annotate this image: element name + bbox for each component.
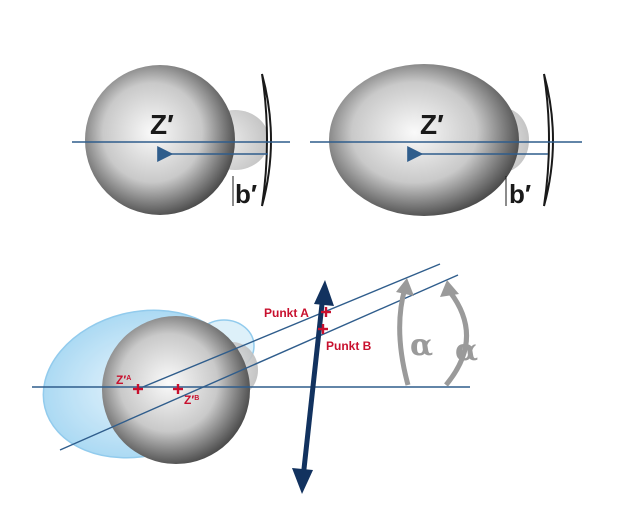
rotated-axis-a: [137, 263, 441, 390]
lens-plane-arrow-top: [314, 280, 334, 306]
angle-label: α: [455, 333, 478, 368]
center-a-main: Z′: [116, 373, 126, 387]
distance-label: b′: [509, 179, 531, 209]
angle-arc-2: [444, 290, 470, 387]
lens-plane-line: [300, 294, 326, 479]
center-b-label: Z′B: [184, 393, 199, 407]
lens-plane-arrow-bottom: [292, 468, 313, 494]
angle-arc-1: [397, 287, 411, 386]
center-a-label: Z′A: [116, 373, 131, 387]
angle-arc-1-head: [396, 278, 414, 296]
top-left-eye-group: Z′ b′: [72, 65, 290, 215]
eyeball-sphere: [85, 65, 235, 215]
angle-label: α: [410, 328, 433, 363]
eyeball-ellipsoid: [329, 64, 519, 216]
point-a-label: Punkt A: [264, 306, 309, 320]
point-b-marker: [318, 324, 328, 334]
spectacle-lens: [543, 73, 554, 207]
spectacle-lens: [261, 73, 272, 207]
center-a-sub: A: [126, 375, 131, 382]
point-b-label: Punkt B: [326, 339, 372, 353]
distance-label: b′: [235, 179, 257, 209]
center-a-marker: [133, 384, 143, 394]
center-b-main: Z′: [184, 393, 194, 407]
center-label: Z′: [420, 109, 444, 140]
point-a-marker: [321, 307, 331, 317]
center-b-sub: B: [194, 395, 199, 402]
bottom-rotation-group: α α Punkt A Punkt B Z′A Z′B: [32, 263, 478, 494]
center-b-marker: [173, 384, 183, 394]
angle-arc-2-head: [440, 280, 459, 297]
center-label: Z′: [150, 109, 174, 140]
top-right-eye-group: Z′ b′: [310, 64, 582, 216]
rotated-axis-b: [59, 274, 459, 451]
